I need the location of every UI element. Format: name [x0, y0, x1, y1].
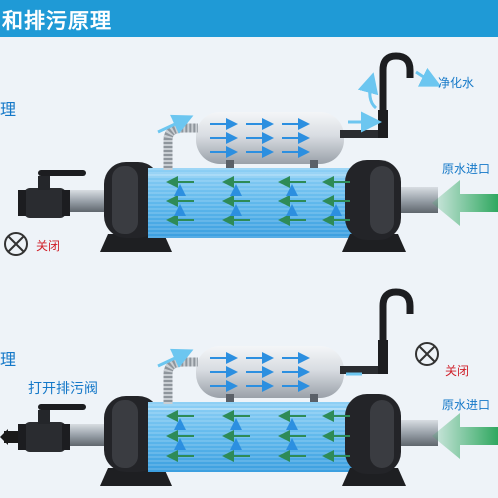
connecting-hose-bottom [163, 357, 198, 404]
connecting-hose [163, 123, 198, 170]
drain-outflow-arrow [0, 429, 18, 445]
valve-closed-icon [4, 232, 28, 256]
drain-valve [18, 170, 86, 218]
raw-water-inlet-label: 原水进口 [442, 162, 491, 176]
left-stand [100, 162, 172, 252]
right-stand [342, 160, 406, 252]
flow-arrows-green [166, 176, 350, 226]
outlet-closed-label: 关闭 [445, 364, 470, 378]
purified-water-tank [196, 112, 344, 168]
hose-flow-arrow-bottom [157, 348, 194, 368]
open-drain-valve-label: 打开排污阀 [28, 381, 98, 397]
drain-pipe-bottom [62, 424, 114, 446]
faucet [340, 52, 414, 138]
top-system [4, 52, 498, 256]
left-stand-bottom [100, 396, 172, 486]
purified-water-label: 净化水 [438, 76, 475, 90]
drain-valve-bottom [18, 404, 86, 452]
tank-flow-arrows-bottom [210, 352, 310, 392]
flow-arrows-green-bottom [166, 410, 350, 462]
inlet-arrow [432, 180, 498, 226]
hose-flow-arrow [157, 114, 194, 134]
tank-flow-arrows [210, 118, 310, 158]
purified-water-tank-bottom [196, 346, 344, 402]
bottom-system [0, 288, 498, 486]
outlet-closed-icon [415, 342, 439, 366]
inlet-arrow-bottom [432, 413, 498, 459]
bottom-side-label: 理 [0, 350, 17, 369]
drain-pipe [62, 190, 114, 212]
valve-closed-label: 关闭 [36, 239, 61, 253]
header-bar: 和排污原理 [0, 0, 498, 37]
faucet-bottom [340, 288, 414, 376]
membrane-filter [148, 168, 360, 238]
raw-water-inlet-label-bottom: 原水进口 [442, 398, 491, 412]
right-stand-bottom [342, 394, 406, 486]
flow-arrows-up-bottom [174, 418, 298, 450]
outlet-flow-arrow-up [357, 72, 379, 110]
outlet-flow-arrow-right [415, 67, 442, 87]
page-title: 和排污原理 [2, 9, 112, 33]
top-side-label: 理 [0, 100, 17, 119]
flow-arrows-up [174, 184, 342, 216]
